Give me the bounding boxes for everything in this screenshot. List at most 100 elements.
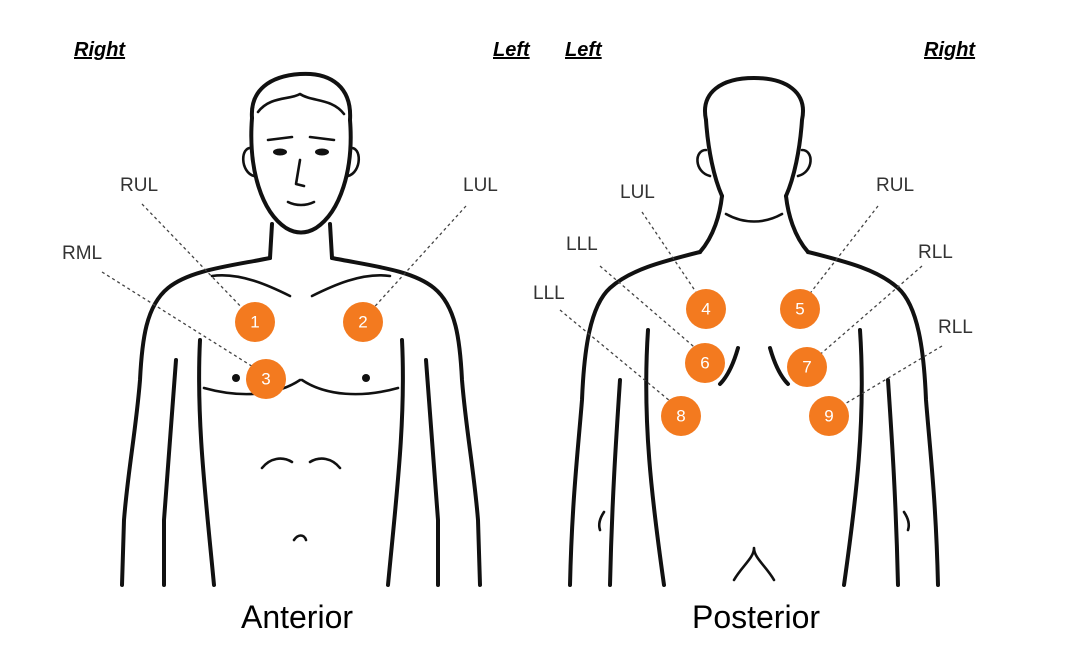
leader-rul-anterior	[141, 203, 247, 313]
anterior-torso-left	[386, 338, 405, 587]
anterior-nose	[294, 158, 306, 188]
leader-lines	[101, 203, 943, 409]
region-label-rul-anterior: RUL	[120, 175, 158, 196]
anterior-brow-right	[266, 135, 294, 142]
marker-dot	[787, 347, 827, 387]
marker-7: 7	[787, 347, 827, 387]
anterior-eye-right	[273, 148, 287, 156]
marker-number: 2	[358, 313, 367, 332]
marker-dot	[686, 289, 726, 329]
region-label-lll-posterior-upper: LLL	[566, 234, 598, 255]
marker-number: 9	[824, 407, 833, 426]
posterior-torso-right	[842, 328, 864, 587]
anterior-mouth	[286, 200, 316, 207]
anterior-torso-right	[197, 338, 216, 587]
anterior-face	[249, 116, 353, 235]
anterior-arm-right-outer	[120, 256, 272, 587]
region-label-rul-posterior: RUL	[876, 175, 914, 196]
anterior-ear-right	[241, 146, 256, 178]
marker-dot	[246, 359, 286, 399]
anterior-pec-left	[300, 378, 400, 396]
anterior-ab-left	[308, 457, 342, 470]
marker-number: 3	[261, 370, 270, 389]
posterior-head-left	[703, 76, 805, 198]
anterior-navel	[292, 534, 308, 542]
posterior-arm-left-outer	[568, 250, 702, 587]
marker-number: 4	[701, 300, 710, 319]
posterior-caption: Posterior	[692, 599, 820, 635]
marker-9: 9	[809, 396, 849, 436]
leader-rml-anterior	[101, 271, 259, 371]
anterior-ab-right	[260, 457, 294, 470]
anterior-nipple-right	[232, 374, 240, 382]
anterior-arm-right-inner	[162, 358, 178, 587]
anterior-side-right-label: Right	[74, 39, 126, 61]
marker-6: 6	[685, 343, 725, 383]
leader-lll-posterior-upper	[599, 265, 701, 353]
marker-dot	[685, 343, 725, 383]
posterior-torso-left	[644, 328, 666, 587]
marker-dot	[235, 302, 275, 342]
anterior-nipple-left	[362, 374, 370, 382]
marker-4: 4	[686, 289, 726, 329]
marker-number: 1	[250, 313, 259, 332]
region-label-lul-anterior: LUL	[463, 175, 498, 196]
anterior-hairline	[256, 92, 346, 116]
anterior-brow-left	[308, 135, 336, 142]
posterior-scapula-left	[718, 346, 740, 386]
leader-rll-posterior-upper	[815, 265, 923, 359]
marker-dot	[661, 396, 701, 436]
marker-number: 7	[802, 358, 811, 377]
region-label-rml-anterior: RML	[62, 243, 102, 264]
marker-1: 1	[235, 302, 275, 342]
anterior-side-left-label: Left	[493, 39, 531, 61]
region-label-rll-posterior-lower: RLL	[938, 317, 973, 338]
leader-rll-posterior-lower	[837, 345, 943, 409]
anterior-arm-left-inner	[424, 358, 440, 587]
posterior-side-right-label: Right	[924, 39, 976, 61]
region-label-rll-posterior-upper: RLL	[918, 242, 953, 263]
marker-number: 6	[700, 354, 709, 373]
posterior-neck-left	[698, 194, 724, 254]
anterior-hair	[249, 71, 353, 122]
leader-lul-posterior	[641, 211, 701, 299]
posterior-head-right	[704, 118, 724, 198]
marker-number: 5	[795, 300, 804, 319]
anterior-eye-left	[315, 148, 329, 156]
anterior-clavicle-right	[210, 274, 292, 298]
posterior-waist	[732, 546, 776, 582]
marker-2: 2	[343, 302, 383, 342]
region-label-lul-posterior: LUL	[620, 182, 655, 203]
anterior-neck-left	[328, 222, 334, 260]
leader-rul-posterior	[807, 205, 879, 297]
marker-3: 3	[246, 359, 286, 399]
posterior-arm-right-outer	[806, 250, 940, 587]
anterior-arm-left-outer	[330, 256, 482, 587]
anterior-caption: Anterior	[241, 599, 353, 635]
marker-dot	[780, 289, 820, 329]
posterior-side-left-label: Left	[565, 39, 603, 61]
marker-number: 8	[676, 407, 685, 426]
leader-lul-anterior	[367, 205, 467, 315]
posterior-elbow-right	[902, 510, 911, 532]
region-label-lll-posterior-lower: LLL	[533, 283, 565, 304]
anterior-figure	[120, 71, 482, 587]
posterior-scapula-right	[768, 346, 790, 386]
marker-5: 5	[780, 289, 820, 329]
posterior-figure	[568, 76, 940, 587]
marker-dot	[809, 396, 849, 436]
anterior-clavicle-left	[310, 274, 392, 298]
leader-lll-posterior-lower	[559, 309, 677, 407]
anterior-neck-right	[268, 222, 274, 260]
posterior-arm-right-inner	[886, 378, 900, 587]
anterior-ear-left	[346, 146, 361, 178]
posterior-neck-right	[784, 194, 810, 254]
posterior-ear-right	[796, 148, 812, 178]
posterior-ear-left	[696, 148, 712, 178]
marker-8: 8	[661, 396, 701, 436]
posterior-elbow-left	[597, 510, 606, 532]
posterior-arm-left-inner	[608, 378, 622, 587]
posterior-nape	[724, 212, 784, 223]
marker-dot	[343, 302, 383, 342]
